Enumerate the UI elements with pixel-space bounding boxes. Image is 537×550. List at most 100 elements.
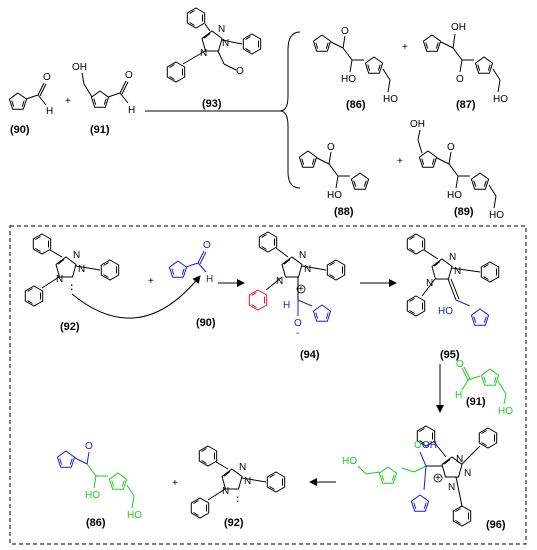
molecule-91	[81, 72, 129, 108]
hydrogen-label: H	[206, 274, 213, 285]
furyl-blue-95	[455, 299, 490, 326]
nitrogen-label: N	[244, 476, 251, 487]
negative-charge: -	[296, 328, 299, 339]
hydroxyl-label: OH	[410, 119, 425, 130]
hydroxyl-label: HO	[342, 456, 357, 467]
oxygen-label: O	[236, 66, 244, 77]
nitrogen-label: N	[200, 48, 207, 59]
product-86	[312, 34, 391, 93]
nitrogen-label: N	[218, 24, 225, 35]
catalyst-93	[166, 7, 262, 83]
furyl-blue-94	[297, 299, 332, 322]
plus-charge-symbol: +	[435, 473, 441, 484]
product-88	[298, 150, 370, 190]
compound-label-93: (93)	[202, 98, 222, 110]
oxygen-label: O	[341, 26, 349, 37]
nitrogen-label: N	[449, 252, 456, 263]
compound-label-96: (96)	[486, 519, 506, 531]
plus-sign: +	[402, 42, 408, 53]
oxygen-label: O	[294, 318, 302, 329]
intermediate-94	[258, 231, 346, 300]
positive-charge	[296, 284, 306, 294]
nitrogen-label: N	[73, 250, 80, 261]
nitrogen-label: N	[448, 482, 455, 493]
hydroxyl-label: HO	[489, 210, 504, 221]
product-87	[422, 33, 501, 93]
hydrogen-label: H	[128, 105, 135, 116]
compound-label-95: (95)	[440, 349, 460, 361]
adduct-96	[416, 425, 498, 527]
nitrogen-label: N	[426, 278, 433, 289]
nitrogen-label: N	[299, 250, 306, 261]
product-86-mech-blue	[56, 450, 90, 468]
nitrogen-label: N	[304, 264, 311, 275]
green-fragment-96	[357, 465, 427, 484]
nitrogen-label: N	[56, 274, 63, 285]
compound-label-94: (94)	[300, 349, 320, 361]
hydrogen-label: H	[283, 300, 290, 311]
plus-charge-symbol: +	[298, 284, 304, 295]
compound-label-92-regenerated: (92)	[224, 517, 244, 529]
nitrogen-label: N	[454, 266, 461, 277]
compound-label-90: (90)	[10, 124, 30, 136]
positive-charge	[433, 473, 443, 483]
compound-label-90-mech: (90)	[196, 317, 216, 329]
hydroxyl-label: OH	[72, 62, 87, 73]
blue-fragment-96	[410, 451, 430, 512]
oxygen-label: O	[447, 142, 455, 153]
nucleophilic-attack-arrow	[71, 275, 201, 319]
nitrogen-label: N	[239, 462, 246, 473]
hydrogen-label: H	[46, 106, 53, 117]
oxygen-label: O	[203, 240, 211, 251]
product-bracket	[279, 31, 301, 189]
nitrogen-label: N	[276, 276, 283, 287]
oxygen-label: O	[327, 142, 335, 153]
hydroxyl-label: OH	[451, 22, 466, 33]
oxygen-label: O	[125, 70, 133, 81]
hydroxyl-label: HO	[438, 306, 453, 317]
compound-label-91-mech: (91)	[466, 396, 486, 408]
hydroxyl-label: OH	[422, 440, 437, 451]
nitrogen-label: N	[456, 454, 463, 465]
oxygen-label: O	[43, 72, 51, 83]
carbene-lone-pair: :	[70, 282, 73, 293]
nitrogen-label: N	[222, 38, 229, 49]
nitrogen-label: N	[78, 264, 85, 275]
mechanism-box	[9, 225, 527, 545]
compound-label-91: (91)	[90, 124, 110, 136]
hydroxyl-label: HO	[341, 74, 356, 85]
hydroxyl-label: HO	[85, 490, 100, 501]
plus-sign: +	[172, 478, 178, 489]
plus-sign: +	[148, 276, 154, 287]
oxide-label: O	[414, 440, 422, 451]
hydroxyl-label: HO	[493, 94, 508, 105]
compound-label-86-mech: (86)	[86, 517, 106, 529]
molecule-90	[8, 82, 47, 110]
compound-label-86: (86)	[346, 99, 366, 111]
hydrogen-label: H	[455, 390, 462, 401]
product-86-mech-green	[86, 463, 135, 509]
hydroxyl-label: HO	[447, 190, 462, 201]
hydroxyl-label: HO	[498, 406, 513, 417]
phenyl-red	[248, 289, 268, 311]
oxygen-label: O	[456, 74, 464, 85]
hydroxyl-label: HO	[127, 510, 142, 521]
oxygen-label: O	[456, 359, 464, 370]
compound-label-89: (89)	[454, 206, 474, 218]
product-89	[417, 129, 497, 209]
hydroxyl-label: HO	[383, 94, 398, 105]
plus-sign: +	[397, 156, 403, 167]
oxygen-label: O	[85, 441, 93, 452]
hydroxyl-label: HO	[327, 190, 342, 201]
carbene-92-regenerated	[190, 445, 286, 519]
hmf-91-green	[461, 366, 507, 405]
furfural-90-blue	[168, 250, 207, 278]
nitrogen-label: N	[464, 468, 471, 479]
compound-label-88: (88)	[334, 206, 354, 218]
carbene-lone-pair: :	[236, 494, 239, 505]
nitrogen-label: N	[222, 486, 229, 497]
breslow-95	[406, 233, 500, 317]
plus-sign: +	[65, 96, 71, 107]
compound-label-92: (92)	[60, 321, 80, 333]
